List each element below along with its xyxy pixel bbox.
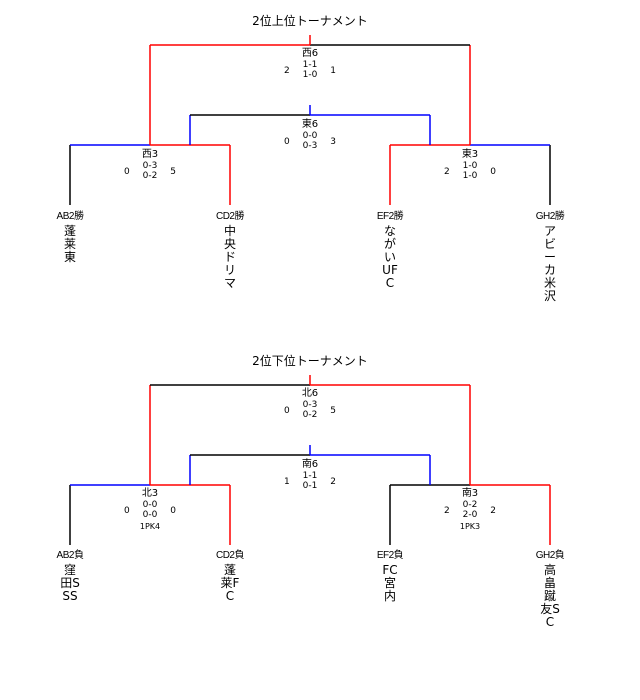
match-name: 西3	[141, 149, 159, 160]
left-total: 2	[444, 506, 450, 516]
match-name: 南6	[301, 459, 319, 470]
match-name: 北3	[141, 488, 159, 499]
seed-label: AB2負	[56, 550, 84, 561]
match-name: 西6	[301, 48, 319, 59]
left-total: 0	[284, 406, 290, 416]
half1-score: 1-1	[302, 471, 318, 481]
half2-score: 0-0	[142, 510, 158, 520]
left-total: 0	[124, 167, 130, 177]
left-total: 0	[284, 137, 290, 147]
bracket-title-upper: 2位上位トーナメント	[252, 14, 368, 28]
team-name: 高畠蹴友SC	[540, 563, 560, 629]
pk-result: 1PK4	[139, 522, 161, 531]
half2-score: 0-3	[302, 141, 318, 151]
right-total: 3	[330, 137, 336, 147]
team-name: ながいUFC	[382, 224, 398, 290]
match-final-lower: 北6 0 0-3 0-2 5	[270, 387, 350, 422]
seed-label: CD2勝	[215, 211, 245, 222]
left-total: 2	[284, 66, 290, 76]
half2-score: 2-0	[462, 510, 478, 520]
team-name: 中央ドリマ	[223, 224, 236, 290]
match-semi-left-upper: 西3 0 0-3 0-2 5	[110, 148, 190, 183]
team-name: 窪田SSS	[60, 563, 80, 603]
half1-score: 0-3	[302, 400, 318, 410]
match-semi-right-upper: 東3 2 1-0 1-0 0	[430, 148, 510, 183]
left-total: 1	[284, 477, 290, 487]
half1-score: 1-1	[302, 60, 318, 70]
half1-score: 0-2	[462, 500, 478, 510]
bracket-title-lower: 2位下位トーナメント	[252, 354, 368, 368]
half2-score: 0-2	[142, 171, 158, 181]
match-name: 東3	[461, 149, 479, 160]
seed-label: GH2負	[535, 550, 565, 561]
left-total: 0	[124, 506, 130, 516]
half1-score: 1-0	[462, 161, 478, 171]
seed-label: EF2負	[376, 550, 404, 561]
half2-score: 1-0	[302, 70, 318, 80]
team-name: FC宮内	[382, 563, 398, 603]
match-name: 東6	[301, 119, 319, 130]
half2-score: 1-0	[462, 171, 478, 181]
match-third-upper: 東6 0 0-0 0-3 3	[270, 118, 350, 153]
right-total: 1	[330, 66, 336, 76]
half1-score: 0-0	[302, 131, 318, 141]
right-total: 5	[170, 167, 176, 177]
team-name: 蓬莱東	[63, 224, 76, 264]
match-final-upper: 西6 2 1-1 1-0 1	[270, 47, 350, 82]
left-total: 2	[444, 167, 450, 177]
seed-label: CD2負	[215, 550, 245, 561]
half2-score: 0-1	[302, 481, 318, 491]
match-semi-right-lower: 南3 2 0-2 2-0 2 1PK3	[430, 487, 510, 532]
half1-score: 0-0	[142, 500, 158, 510]
seed-label: EF2勝	[376, 211, 404, 222]
match-semi-left-lower: 北3 0 0-0 0-0 0 1PK4	[110, 487, 190, 532]
seed-label: GH2勝	[535, 211, 565, 222]
right-total: 2	[490, 506, 496, 516]
right-total: 0	[490, 167, 496, 177]
match-third-lower: 南6 1 1-1 0-1 2	[270, 458, 350, 493]
half2-score: 0-2	[302, 410, 318, 420]
right-total: 5	[330, 406, 336, 416]
pk-result: 1PK3	[459, 522, 481, 531]
team-name: 蓬莱FC	[220, 563, 240, 603]
team-name: アビーカ米沢	[543, 224, 556, 303]
match-name: 北6	[301, 388, 319, 399]
right-total: 2	[330, 477, 336, 487]
half1-score: 0-3	[142, 161, 158, 171]
right-total: 0	[170, 506, 176, 516]
seed-label: AB2勝	[56, 211, 84, 222]
match-name: 南3	[461, 488, 479, 499]
